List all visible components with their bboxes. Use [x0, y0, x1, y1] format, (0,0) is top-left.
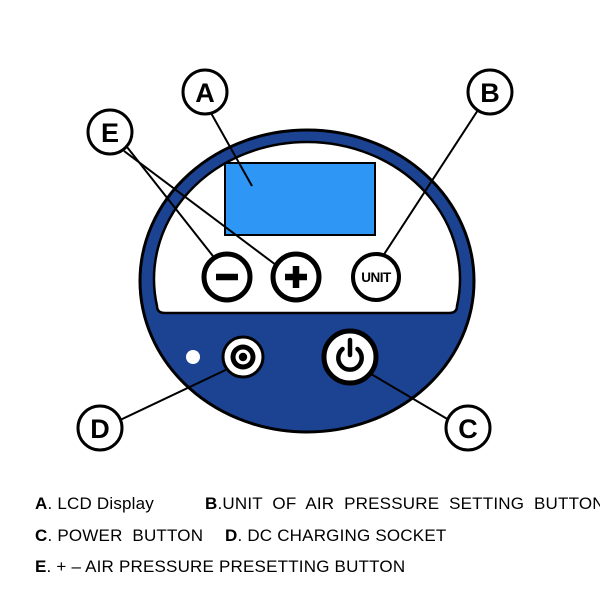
unit-button-label: UNIT	[361, 270, 392, 285]
dc-charging-socket	[221, 335, 265, 379]
legend-letter-c: C	[35, 526, 48, 545]
indicator-dot	[186, 350, 200, 364]
power-button	[321, 328, 379, 386]
legend-item-d: D. DC CHARGING SOCKET	[225, 526, 446, 546]
callout-line-e2	[123, 150, 285, 272]
legend-letter-b: B	[205, 494, 218, 513]
legend-letter-d: D	[225, 526, 238, 545]
callout-line-c	[365, 370, 450, 421]
legend-item-a: A. LCD Display	[35, 494, 154, 514]
callout-b-letter: B	[480, 78, 500, 108]
legend-letter-a: A	[35, 494, 48, 513]
callout-e-letter: E	[101, 118, 119, 148]
power-icon	[336, 337, 364, 372]
legend-letter-e: E	[35, 557, 47, 576]
legend-item-c: C. POWER BUTTON	[35, 526, 203, 546]
unit-button: UNIT	[351, 252, 401, 302]
legend-text-b: .UNIT OF AIR PRESSURE SETTING BUTTON	[217, 494, 600, 513]
callout-line-b	[380, 109, 479, 260]
callout-lines	[117, 109, 479, 422]
minus-button	[201, 251, 253, 303]
callout-badges: A B E D C	[76, 68, 514, 452]
callout-d-letter: D	[90, 414, 110, 444]
plus-button	[270, 251, 322, 303]
callout-a-letter: A	[195, 78, 215, 108]
lcd-display	[224, 162, 376, 236]
callout-b: B	[466, 68, 514, 116]
callout-c-letter: C	[458, 414, 478, 444]
legend-text-c: . POWER BUTTON	[47, 526, 204, 545]
callout-e: E	[86, 108, 134, 156]
callout-line-d	[117, 365, 235, 422]
callout-a: A	[181, 68, 229, 116]
legend-text-e: . + – AIR PRESSURE PRESETTING BUTTON	[46, 557, 406, 576]
plus-icon	[285, 266, 307, 288]
legend-item-b: B.UNIT OF AIR PRESSURE SETTING BUTTON	[205, 494, 600, 514]
legend-item-e: E. + – AIR PRESSURE PRESETTING BUTTON	[35, 557, 405, 577]
callout-c: C	[444, 404, 492, 452]
callout-d: D	[76, 404, 124, 452]
callout-line-a	[210, 112, 253, 187]
legend-text-d: . DC CHARGING SOCKET	[237, 526, 447, 545]
callout-line-e1	[126, 146, 221, 266]
legend-text-a: . LCD Display	[47, 494, 155, 513]
